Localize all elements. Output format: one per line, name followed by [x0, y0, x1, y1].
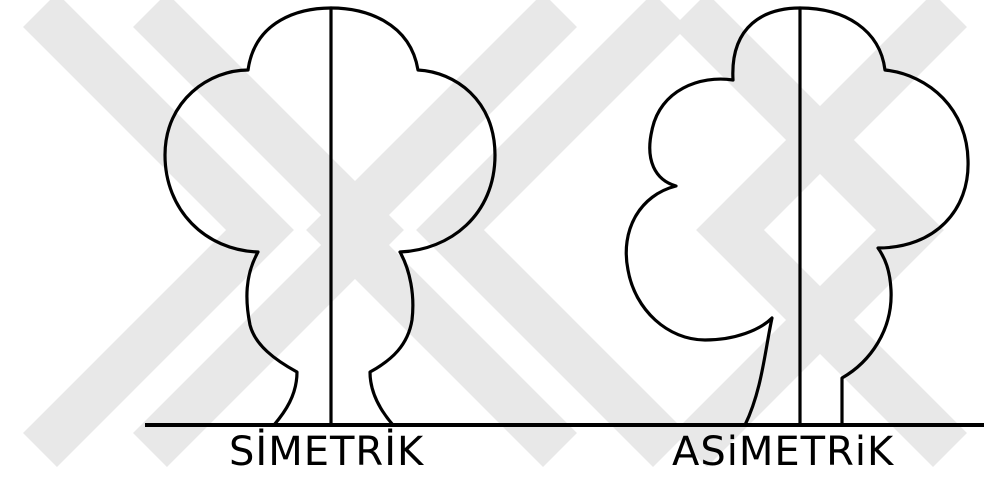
asymmetric-label: ASiMETRiK — [672, 428, 894, 476]
watermark-logo — [40, 10, 950, 450]
symmetric-label: SİMETRİK — [229, 428, 424, 476]
